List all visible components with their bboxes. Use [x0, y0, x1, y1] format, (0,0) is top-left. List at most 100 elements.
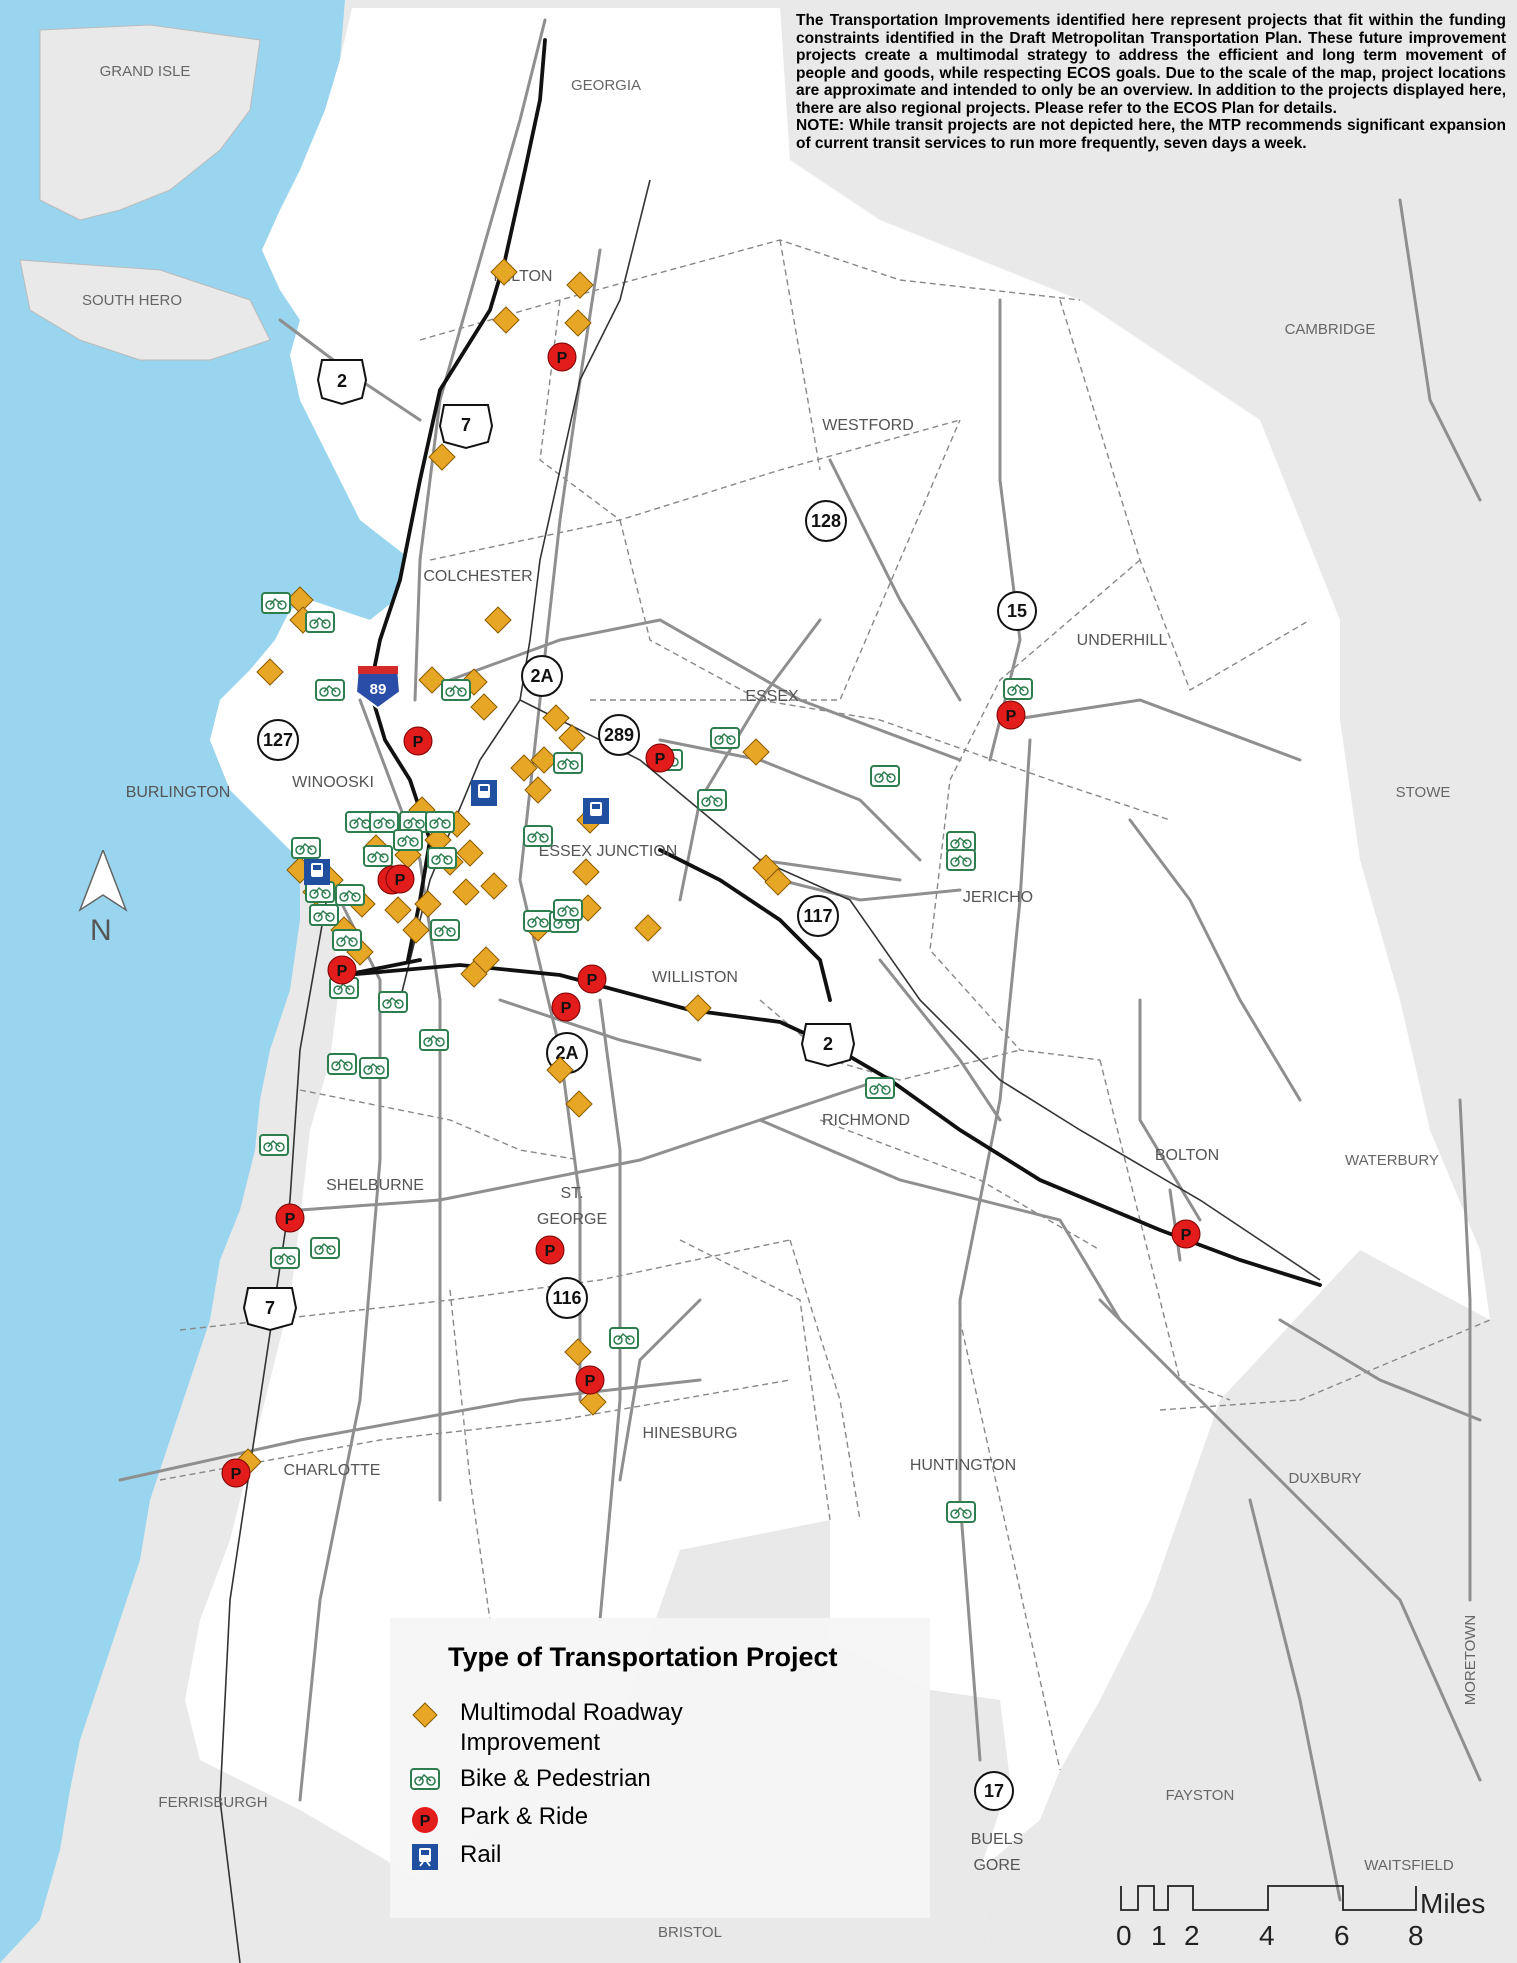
us7-south-shield: 7 — [242, 1287, 298, 1332]
multimodal-marker — [684, 994, 712, 1022]
town-label-waitsfield: WAITSFIELD — [1364, 1857, 1454, 1874]
town-label-richmond: RICHMOND — [822, 1112, 910, 1129]
bike-marker — [332, 929, 362, 951]
svg-text:89: 89 — [370, 681, 387, 698]
route-shields: 2 7 89 128 15 2A 289 127 — [242, 359, 1037, 1811]
svg-text:2A: 2A — [530, 666, 553, 686]
bike-marker — [270, 1247, 300, 1269]
grand-isle-land — [39, 24, 261, 221]
bike-marker — [419, 1029, 449, 1051]
town-label-westford: WESTFORD — [822, 417, 914, 434]
svg-text:15: 15 — [1007, 601, 1027, 621]
park-ride-marker: P — [551, 992, 581, 1022]
svg-text:128: 128 — [811, 511, 841, 531]
bike-marker — [310, 1237, 340, 1259]
multimodal-marker — [418, 666, 446, 694]
svg-text:127: 127 — [263, 730, 293, 750]
town-label-underhill: UNDERHILL — [1077, 632, 1168, 649]
multimodal-marker — [492, 306, 520, 334]
bike-marker — [523, 825, 553, 847]
bike-marker — [870, 765, 900, 787]
town-label-bristol: BRISTOL — [658, 1924, 722, 1941]
town-label-bolton: BOLTON — [1155, 1147, 1219, 1164]
multimodal-marker — [484, 606, 512, 634]
us2-south-shield: 2 — [800, 1023, 856, 1068]
rail-marker — [304, 859, 330, 885]
park-ride-marker: P — [327, 955, 357, 985]
town-label-cambridge: CAMBRIDGE — [1285, 321, 1376, 338]
scale-unit: Miles — [1420, 1888, 1486, 1919]
svg-text:7: 7 — [461, 415, 471, 435]
bike-marker — [378, 991, 408, 1013]
park-ride-marker: P — [645, 743, 675, 773]
multimodal-marker — [480, 872, 508, 900]
svg-text:P: P — [655, 751, 666, 768]
legend-label-multimodal-1: Multimodal Roadway — [460, 1699, 683, 1726]
bike-marker — [335, 884, 365, 906]
multimodal-marker — [402, 916, 430, 944]
bike-marker — [259, 1134, 289, 1156]
multimodal-marker — [384, 896, 412, 924]
bicycle-sign-icon — [390, 1764, 460, 1790]
note-paragraph-2: NOTE: While transit projects are not dep… — [796, 117, 1506, 152]
multimodal-marker — [460, 960, 488, 988]
south-hero-land — [19, 259, 271, 361]
bike-marker — [946, 849, 976, 871]
us7-north-shield: 7 — [438, 404, 494, 450]
park-ride-marker: P — [996, 700, 1026, 730]
svg-text:17: 17 — [984, 1781, 1004, 1801]
r116-shield: 116 — [546, 1277, 588, 1319]
svg-text:289: 289 — [604, 725, 634, 745]
legend-title: Type of Transportation Project — [448, 1642, 838, 1672]
multimodal-marker — [566, 271, 594, 299]
svg-text:P: P — [395, 872, 406, 889]
north-label: N — [90, 914, 112, 947]
bike-marker — [430, 919, 460, 941]
svg-text:P: P — [557, 350, 568, 367]
svg-text:P: P — [337, 963, 348, 980]
park-ride-marker: P — [403, 726, 433, 756]
scale-bar: Miles 0 1 2 4 6 8 — [1116, 1880, 1508, 1960]
multimodal-marker — [490, 258, 518, 286]
bike-marker — [291, 837, 321, 859]
svg-text:117: 117 — [803, 906, 832, 926]
multimodal-marker — [456, 839, 484, 867]
multimodal-marker — [428, 443, 456, 471]
park-ride-marker: P — [547, 342, 577, 372]
scale-bar-graphic — [1120, 1885, 1417, 1911]
multimodal-marker — [742, 738, 770, 766]
park-ride-marker: P — [275, 1203, 305, 1233]
town-label-huntington: HUNTINGTON — [910, 1457, 1016, 1474]
bike-marker — [327, 1053, 357, 1075]
bike-marker — [369, 811, 399, 833]
town-label-south-hero: SOUTH HERO — [82, 292, 182, 309]
town-label-fayston: FAYSTON — [1166, 1787, 1235, 1804]
bike-marker — [359, 1057, 389, 1079]
park-ride-marker: P — [221, 1458, 251, 1488]
us2-north-shield: 2 — [316, 359, 368, 406]
multimodal-marker — [558, 724, 586, 752]
park-ride-marker: P — [575, 1365, 605, 1395]
svg-text:P: P — [587, 972, 598, 989]
town-label-charlotte: CHARLOTTE — [284, 1462, 381, 1479]
bike-marker — [305, 611, 335, 633]
town-label-colchester: COLCHESTER — [423, 568, 532, 585]
map-note: The Transportation Improvements identifi… — [796, 12, 1506, 152]
north-arrow: N — [78, 847, 128, 960]
multimodal-marker — [564, 309, 592, 337]
rail-marker — [471, 780, 497, 806]
scale-tick-0: 0 — [1116, 1920, 1132, 1951]
bike-marker — [553, 899, 583, 921]
svg-text:P: P — [231, 1466, 242, 1483]
bike-marker — [427, 847, 457, 869]
r128-shield: 128 — [805, 500, 847, 542]
scale-tick-6: 6 — [1334, 1920, 1350, 1951]
multimodal-marker — [579, 1388, 607, 1416]
i89-shield: 89 — [354, 666, 402, 710]
svg-text:P: P — [285, 1211, 296, 1228]
park-ride-marker: P — [1171, 1219, 1201, 1249]
legend-label-bike: Bike & Pedestrian — [460, 1765, 651, 1792]
town-label-duxbury: DUXBURY — [1288, 1470, 1361, 1487]
legend-row-park: P Park & Ride — [390, 1802, 588, 1834]
svg-text:116: 116 — [552, 1288, 581, 1308]
